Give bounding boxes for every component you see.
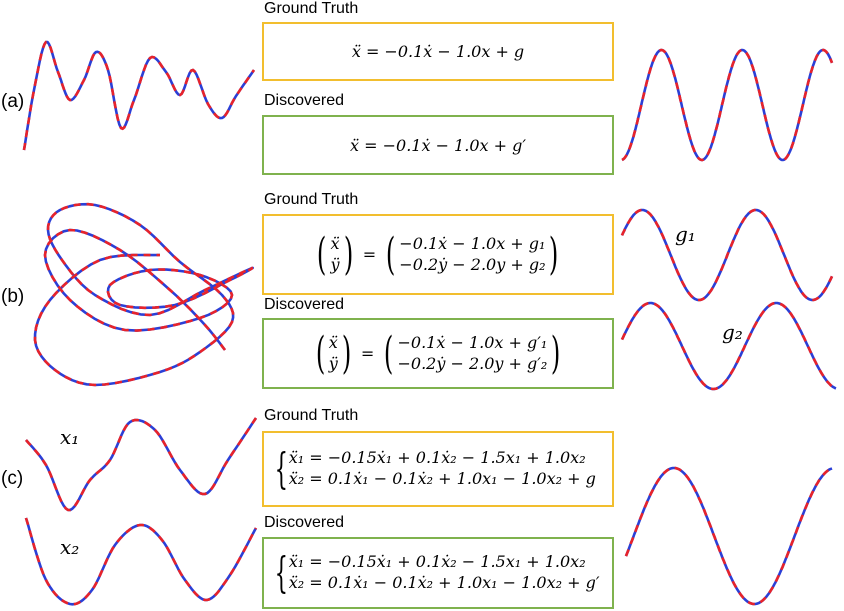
gt-c-line-1: ẍ₁ = −0.15ẋ₁ + 0.1ẋ₂ − 1.5x₁ + 1.0x₂ [288,448,586,468]
curve-b-g2 [620,301,837,391]
curve-b-left-solid [33,202,254,387]
curve-a-right-solid [621,48,834,162]
x2-label: x₂ [60,535,80,559]
gt-b-lhs-2: ÿ [330,254,340,274]
equation-discovered-a: ẍ = −0.1ẋ − 1.0x + g′ [350,135,526,155]
d-b-lhs-1: ẍ [328,332,338,352]
x1-label: x₁ [60,425,80,449]
curve-a-right [621,48,834,162]
discovered-title-b: Discovered [264,296,345,313]
curve-c-x2 [24,517,258,606]
curve-b-g1-dashed [620,208,834,302]
d-b-rhs-1: −0.1ẋ − 1.0x + g′₁ [397,332,548,352]
d-b-lhs-2: ÿ [328,353,338,373]
curve-c-x2-dashed [24,517,258,606]
g1-label: g₁ [675,222,696,246]
row-label-c: (c) [1,468,24,489]
row-label-b: (b) [1,286,25,307]
gt-b-rhs-1: −0.1ẋ − 1.0x + g₁ [399,233,546,253]
d-b-rhs-2: −0.2ẏ − 2.0y + g′₂ [397,353,548,373]
ground-truth-title-b: Ground Truth [264,191,359,208]
curve-b-left [33,202,254,387]
d-c-line-1: ẍ₁ = −0.15ẋ₁ + 0.1ẋ₂ − 1.5x₁ + 1.0x₂ [288,552,586,572]
curve-c-right-solid [624,466,833,606]
curve-b-g2-dashed [620,301,837,391]
curve-a-left [22,40,256,151]
ground-truth-box-a: ẍ = −0.1ẋ − 1.0x + g [262,22,614,81]
curve-c-right [624,466,833,606]
d-c-line-2: ẍ₂ = 0.1ẋ₁ − 0.1ẋ₂ + 1.0x₁ − 1.0x₂ + g′ [288,573,600,592]
curve-a-left-solid [22,40,256,151]
discovered-title-a: Discovered [264,92,345,109]
curve-c-x2-solid [24,517,258,606]
curve-b-g2-solid [620,301,837,391]
ground-truth-title-a: Ground Truth [264,0,359,17]
discovered-box-a: ẍ = −0.1ẋ − 1.0x + g′ [262,115,614,175]
equation-gt-a: ẍ = −0.1ẋ − 1.0x + g [351,42,525,61]
curve-a-right-dashed [621,48,834,162]
curve-c-x1 [25,417,258,512]
discovered-title-c: Discovered [264,514,345,531]
gt-c-line-2: ẍ₂ = 0.1ẋ₁ − 0.1ẋ₂ + 1.0x₁ − 1.0x₂ + g [288,469,596,488]
g2-label: g₂ [722,320,743,344]
row-label-a: (a) [1,91,25,112]
gt-b-rhs-2: −0.2ẏ − 2.0y + g₂ [399,254,546,274]
gt-b-lhs-1: ẍ [330,233,340,253]
curve-c-x1-dashed [25,417,258,512]
ground-truth-title-c: Ground Truth [264,407,359,424]
curve-b-g1 [620,208,834,302]
curve-c-right-dashed [624,466,833,606]
curve-a-left-dashed [22,40,256,151]
